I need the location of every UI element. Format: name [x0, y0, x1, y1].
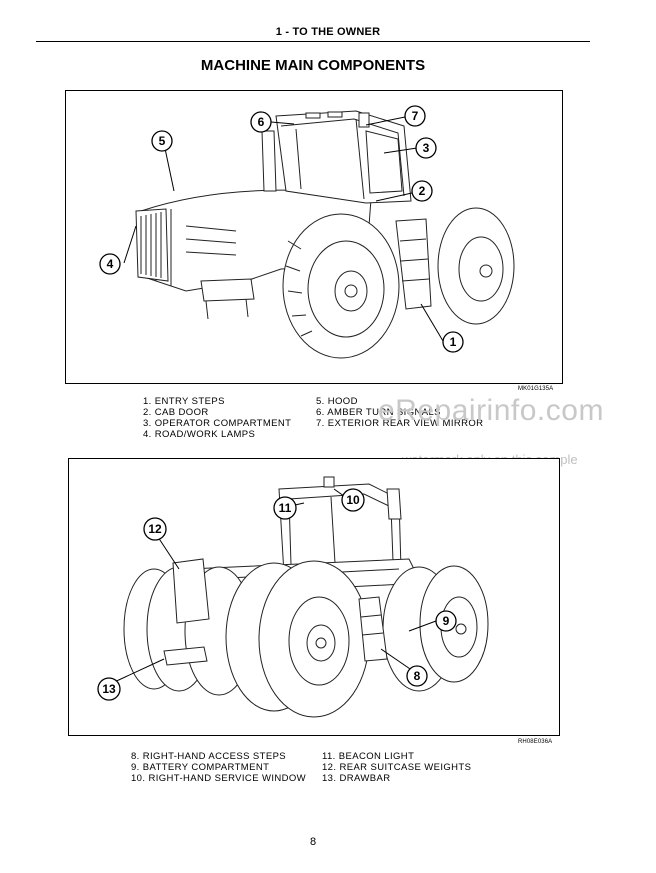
legend-item: 9. BATTERY COMPARTMENT [131, 762, 270, 773]
section-header: 1 - TO THE OWNER [275, 26, 381, 38]
callout-3: 3 [415, 137, 437, 159]
legend-item: 3. OPERATOR COMPARTMENT [143, 418, 292, 429]
legend-item: 4. ROAD/WORK LAMPS [143, 429, 256, 440]
header-rule [36, 41, 590, 42]
legend-item: 1. ENTRY STEPS [143, 396, 225, 407]
callout-1: 1 [442, 331, 464, 353]
callout-4: 4 [99, 253, 121, 275]
svg-text:11: 11 [279, 501, 292, 515]
tractor-front-illustration: 5 4 6 7 3 2 1 [99, 105, 515, 359]
figure-1-code: MK01G135A [518, 386, 554, 392]
legend-item: 13. DRAWBAR [322, 773, 391, 784]
legend-item: 10. RIGHT-HAND SERVICE WINDOW [131, 773, 307, 784]
legend-item: 5. HOOD [316, 396, 358, 407]
watermark-brand: eRepairinfo.com [378, 394, 604, 427]
legend-item: 8. RIGHT-HAND ACCESS STEPS [131, 751, 287, 762]
page-title: MACHINE MAIN COMPONENTS [200, 57, 426, 74]
svg-text:8: 8 [414, 669, 421, 683]
figure-1-legend-left: 1. ENTRY STEPS 2. CAB DOOR 3. OPERATOR C… [143, 396, 291, 440]
svg-text:2: 2 [419, 184, 426, 198]
svg-text:5: 5 [159, 134, 166, 148]
svg-text:4: 4 [107, 257, 114, 271]
figure-2-legend-right: 11. BEACON LIGHT 12. REAR SUITCASE WEIGH… [322, 751, 471, 784]
svg-text:9: 9 [443, 614, 450, 628]
legend-item: 11. BEACON LIGHT [322, 751, 415, 762]
callout-5: 5 [151, 130, 173, 152]
svg-text:3: 3 [423, 141, 430, 155]
callout-2: 2 [411, 180, 433, 202]
svg-text:10: 10 [346, 493, 360, 507]
figure-2-legend-left: 8. RIGHT-HAND ACCESS STEPS 9. BATTERY CO… [131, 751, 306, 784]
figure-2-tractor-rear: 12 13 11 10 9 8 [68, 458, 560, 736]
legend-item: 12. REAR SUITCASE WEIGHTS [322, 762, 472, 773]
callout-10: 10 [341, 488, 365, 512]
callout-9: 9 [435, 610, 457, 632]
callout-11: 11 [273, 496, 297, 520]
legend-item: 2. CAB DOOR [143, 407, 209, 418]
svg-text:13: 13 [102, 682, 116, 696]
callout-6: 6 [250, 111, 272, 133]
svg-text:1: 1 [450, 335, 457, 349]
page-number: 8 [309, 836, 317, 848]
svg-text:6: 6 [258, 115, 265, 129]
figure-2-code: RH08E036A [518, 739, 553, 745]
figure-1-legend-right: 5. HOOD 6. AMBER TURN SIGNALS 7. EXTERIO… [316, 396, 483, 429]
callout-13: 13 [97, 677, 121, 701]
callout-12: 12 [143, 517, 167, 541]
svg-text:7: 7 [412, 109, 419, 123]
callout-7: 7 [404, 105, 426, 127]
figure-1-tractor-front: 5 4 6 7 3 2 1 [65, 90, 563, 384]
legend-item: 6. AMBER TURN SIGNALS [316, 407, 441, 418]
legend-item: 7. EXTERIOR REAR VIEW MIRROR [316, 418, 484, 429]
tractor-rear-illustration: 12 13 11 10 9 8 [97, 476, 489, 718]
callout-8: 8 [406, 665, 428, 687]
svg-text:12: 12 [148, 522, 162, 536]
